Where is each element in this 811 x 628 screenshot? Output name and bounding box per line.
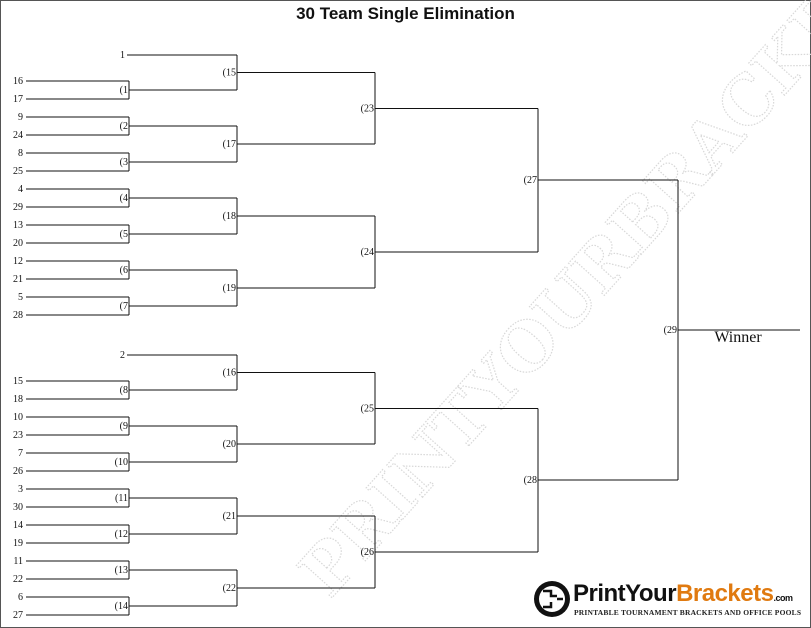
seed-label-28: 28 [13, 310, 23, 321]
game-label-4: (4 [120, 193, 128, 204]
seed-label-11: 11 [13, 556, 23, 567]
game-label-14: (14 [115, 601, 128, 612]
seed-label-3: 3 [18, 484, 23, 495]
game-label-9: (9 [120, 421, 128, 432]
seed-label-20: 20 [13, 238, 23, 249]
round3-label-1: (23 [361, 103, 374, 114]
seed-label-30: 30 [13, 502, 23, 513]
winner-label: Winner [714, 329, 762, 346]
logo-tagline: PRINTABLE TOURNAMENT BRACKETS AND OFFICE… [574, 608, 802, 617]
game-label-13: (13 [115, 565, 128, 576]
game-label-8: (8 [120, 385, 128, 396]
seed-label-12: 12 [13, 256, 23, 267]
seed-label-26: 26 [13, 466, 23, 477]
round3-label-3: (25 [361, 403, 374, 414]
round2-label-2: (17 [223, 139, 236, 150]
round2-label-7: (21 [223, 511, 236, 522]
seed-label-5: 5 [18, 292, 23, 303]
seed-label-27: 27 [13, 610, 23, 621]
round2-label-3: (18 [223, 211, 236, 222]
seed-label-22: 22 [13, 574, 23, 585]
seed-label-14: 14 [13, 520, 23, 531]
game-label-3: (3 [120, 157, 128, 168]
game-label-7: (7 [120, 301, 128, 312]
logo-wordmark: PrintYourBrackets.com [573, 580, 793, 607]
seed-label-15: 15 [13, 376, 23, 387]
round2-label-5: (16 [223, 368, 236, 379]
seed-label-18: 18 [13, 394, 23, 405]
seed-label-8: 8 [18, 148, 23, 159]
seed-label-16: 16 [13, 76, 23, 87]
printyourbrackets-logo: PrintYourBrackets.com PRINTABLE TOURNAME… [533, 578, 802, 622]
round2-label-4: (19 [223, 283, 236, 294]
seed-label-2: 2 [120, 350, 125, 361]
round2-label-6: (20 [223, 439, 236, 450]
page-title: 30 Team Single Elimination [296, 4, 515, 23]
game-label-12: (12 [115, 529, 128, 540]
game-label-6: (6 [120, 265, 128, 276]
round2-label-1: (15 [223, 68, 236, 79]
seed-label-6: 6 [18, 592, 23, 603]
final-label: (29 [664, 325, 677, 336]
seed-label-10: 10 [13, 412, 23, 423]
game-label-1: (1 [120, 85, 128, 96]
game-label-11: (11 [115, 493, 128, 504]
game-label-10: (10 [115, 457, 128, 468]
round4-label-2: (28 [524, 475, 537, 486]
seed-label-23: 23 [13, 430, 23, 441]
seed-label-4: 4 [18, 184, 23, 195]
round4-label-1: (27 [524, 175, 537, 186]
game-label-2: (2 [120, 121, 128, 132]
seed-label-25: 25 [13, 166, 23, 177]
watermark: PRINTYOURBRACKETS [284, 0, 811, 611]
seed-label-7: 7 [18, 448, 23, 459]
seed-label-21: 21 [13, 274, 23, 285]
game-label-5: (5 [120, 229, 128, 240]
seed-label-24: 24 [13, 130, 23, 141]
seed-label-9: 9 [18, 112, 23, 123]
round3-label-4: (26 [361, 547, 374, 558]
seed-label-29: 29 [13, 202, 23, 213]
bracket-logo-icon [534, 581, 570, 617]
seed-label-1: 1 [120, 50, 125, 61]
round3-label-2: (24 [361, 247, 374, 258]
seed-label-19: 19 [13, 538, 23, 549]
round2-label-8: (22 [223, 583, 236, 594]
seed-label-13: 13 [13, 220, 23, 231]
seed-label-17: 17 [13, 94, 23, 105]
